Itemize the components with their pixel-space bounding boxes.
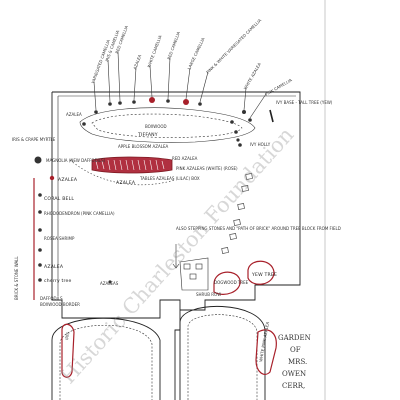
label-red-azalea: RED AZALEA	[172, 156, 198, 161]
label-coral-bell: CORAL BELL	[44, 196, 74, 202]
label-rhododendron: RHODODENDRON (PINK CAMELLIA)	[44, 211, 115, 216]
label-azalea-row: AZALEA	[116, 180, 136, 186]
label-daffodils: DAFFODILS	[40, 296, 63, 301]
title-line-3: MRS.	[288, 358, 307, 366]
plant-dot	[242, 110, 246, 114]
label-azaleas-bottom: AZALEAS	[100, 281, 119, 286]
plant-dot	[38, 278, 42, 282]
label-apple-blossom: APPLE BLOSSOM AZALEA	[118, 144, 168, 149]
plant-dot	[132, 100, 136, 104]
arrow-down-icon	[172, 244, 180, 269]
label-ivy-holly: IVY HOLLY	[250, 142, 271, 147]
label-white-pink-azalea: WHITE PINK AZALEA	[258, 321, 270, 362]
yew-circle	[247, 260, 275, 285]
plant-dot	[230, 120, 234, 124]
label-rosea: ROSEA SHRIMP	[44, 236, 75, 241]
bottom-left-bed-inner	[59, 324, 153, 400]
plant-dot	[38, 248, 42, 252]
yew-mark	[269, 109, 274, 123]
label-azalea-top: AZALEA	[66, 112, 82, 117]
label-large-camellia: LARGE CAMELLIA	[186, 37, 205, 71]
plant-dot	[108, 280, 112, 284]
dashed-path	[69, 159, 176, 186]
iris-box	[179, 257, 209, 291]
label-boxwood: BOXWOOD	[145, 124, 167, 129]
label-magnolia: MAGNOLIA (NEW DAFFODILS)	[46, 158, 106, 163]
red-camellia-dot	[183, 99, 189, 105]
plant-dot	[38, 263, 42, 267]
oval-walkway-inner	[91, 113, 243, 138]
label-wall: BRICK & STONE WALL	[14, 256, 19, 300]
leader-lines	[93, 51, 267, 119]
label-ivy-base: IVY BASE - TALL TREE (YEW)	[276, 100, 333, 105]
plant-dot	[38, 228, 42, 232]
bottom-right-red	[255, 329, 277, 375]
label-azalea-top-left: AZALEA	[132, 54, 142, 71]
plant-dot	[234, 130, 238, 134]
label-tables: TABLES AZALEAS (LILAC) BOX	[139, 176, 200, 181]
plant-dot	[198, 102, 202, 106]
label-pink-camellia: PINK CAMELLIA	[264, 77, 293, 97]
label-red-camellia-2: RED CAMELLIA	[166, 31, 181, 61]
label-tiffany: TIFFANY	[137, 132, 158, 138]
inner-wall-line	[57, 95, 296, 296]
label-shrub-row: SHRUB ROW	[196, 292, 221, 297]
red-camellia-dot	[149, 97, 155, 103]
plant-dot	[238, 143, 242, 147]
oval-walkway	[79, 107, 256, 143]
title-line-2: OF	[290, 346, 301, 354]
stepping-stones	[183, 173, 253, 280]
label-pink-white-variegated: PINK & WHITE VARIEGATED CAMELLIA	[205, 17, 262, 74]
bottom-right-bed	[179, 306, 266, 400]
label-white-camellia: WHITE CAMELLIA	[146, 34, 163, 68]
title-line-5: CERR,	[282, 382, 305, 390]
label-stepping-stones: ALSO STEPPING STONES AND "PATH OF BRICK"…	[176, 226, 341, 231]
plant-dot	[94, 110, 98, 114]
label-white-azalea: WHITE AZALEA	[243, 62, 263, 91]
plant-dot	[236, 138, 240, 142]
plant-dot	[108, 102, 112, 106]
label-pink-azaleas: PINK AZALEAS (WHITE) (ROSE)	[176, 166, 238, 171]
magnolia-dot	[34, 156, 42, 164]
bottom-right-bed-inner	[187, 314, 258, 400]
azalea-band-hatch	[95, 159, 165, 171]
plant-dot	[82, 122, 86, 126]
dogwood-circle	[213, 271, 241, 295]
plant-dot	[118, 101, 122, 105]
label-boxwood-border: BOXWOOD BORDER	[40, 302, 80, 307]
label-dogwood: DOGWOOD TREE	[214, 280, 249, 285]
label-iris-crape-myrtle: IRIS & CRAPE MYRTLE	[12, 137, 56, 142]
plant-dot	[248, 118, 252, 122]
plant-dot	[38, 210, 42, 214]
title-line-4: OWEN	[282, 370, 306, 378]
plant-dot	[38, 193, 42, 197]
label-azalea-3: AZALEA	[44, 264, 64, 270]
azalea-dot	[49, 175, 55, 181]
label-iris-bottom: IRIS	[64, 331, 70, 340]
label-yew: YEW TREE	[251, 272, 277, 278]
label-azalea-mid: AZALEA	[58, 177, 78, 183]
title-line-1: GARDEN	[278, 334, 311, 342]
bottom-left-bed	[51, 317, 161, 400]
garden-outline	[51, 91, 301, 400]
plant-dot	[166, 99, 170, 103]
bottom-left-red	[61, 323, 75, 378]
label-cherry-tree: cherry tree	[44, 278, 72, 284]
